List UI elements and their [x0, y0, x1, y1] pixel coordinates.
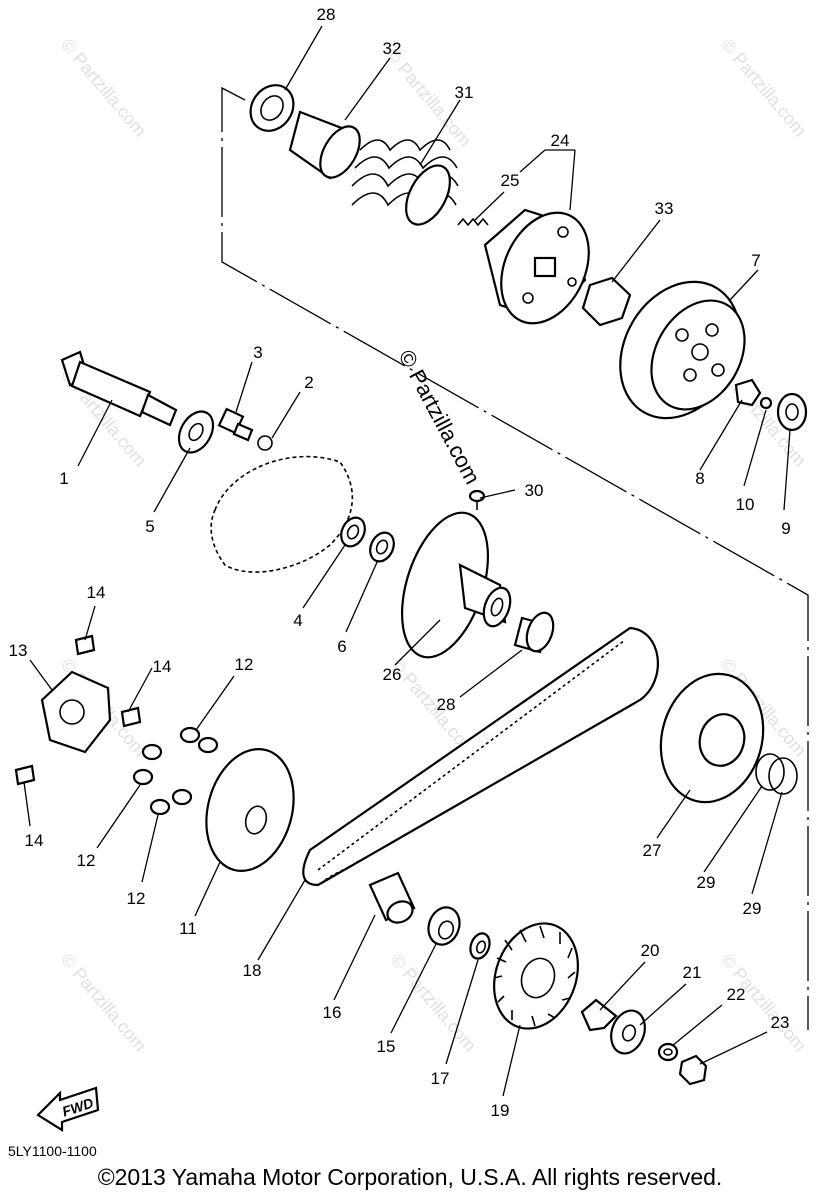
callout-1: 1	[59, 469, 68, 488]
part-bearing-9	[776, 392, 808, 432]
assembly-frame-line	[221, 86, 809, 1030]
callout-24: 24	[551, 131, 570, 150]
copyright-notice: ©2013 Yamaha Motor Corporation, U.S.A. A…	[97, 1164, 723, 1190]
part-secondary-sheave-26	[400, 511, 512, 659]
callout-11: 11	[179, 919, 197, 938]
callout-28: 28	[317, 5, 336, 24]
part-washer-22	[657, 1042, 679, 1062]
part-washer-4	[340, 516, 366, 548]
callout-8: 8	[695, 469, 704, 488]
part-collar-6	[369, 531, 395, 563]
part-v-belt-18	[302, 626, 659, 887]
fwd-arrow-icon: FWD	[36, 1086, 100, 1132]
callout-26: 26	[383, 665, 402, 684]
callout-15: 15	[377, 1037, 396, 1056]
part-clutch-housing-7	[619, 280, 746, 420]
callout-12a: 12	[235, 655, 254, 674]
part-cam-13	[40, 670, 112, 754]
part-collar-32	[288, 110, 361, 180]
part-bearing-5	[177, 410, 215, 454]
part-oil-seal-28	[249, 84, 295, 132]
callout-20: 20	[641, 941, 660, 960]
callout-12b: 12	[77, 851, 96, 870]
callout-19: 19	[491, 1101, 510, 1120]
callout-23: 23	[771, 1013, 790, 1032]
callout-29b: 29	[743, 899, 762, 918]
callout-12c: 12	[127, 889, 146, 908]
diagram-code: 5LY1100-1100	[8, 1143, 97, 1159]
callout-30: 30	[525, 481, 544, 500]
part-drive-shaft-1	[60, 350, 178, 427]
callout-3: 3	[253, 343, 262, 362]
part-washer-10	[759, 396, 773, 410]
part-gear-case-cover	[210, 455, 354, 573]
part-primary-sheave-11	[205, 748, 295, 872]
callout-32: 32	[383, 39, 402, 58]
callout-14b: 14	[153, 657, 172, 676]
callout-33: 33	[655, 199, 674, 218]
part-nut-33	[581, 276, 632, 327]
callout-27: 27	[643, 841, 662, 860]
callout-10: 10	[736, 495, 755, 514]
part-spacer-20	[580, 998, 618, 1032]
watermark-text: © Partzilla.com	[57, 35, 150, 141]
callout-22: 22	[727, 985, 746, 1004]
part-bolt-3	[217, 407, 254, 442]
watermark-text: © Partzilla.com	[717, 35, 810, 141]
callout-29a: 29	[697, 873, 716, 892]
part-oil-seal-28b	[513, 611, 555, 654]
callout-4: 4	[293, 611, 302, 630]
callout-14a: 14	[87, 583, 106, 602]
callout-31: 31	[455, 83, 474, 102]
part-clip-2	[257, 435, 273, 451]
callout-numbers: 28 32 31 24 25 33 7 3 2 1 5 30 8 10 9 4 …	[9, 5, 791, 1120]
part-circlip-29b	[768, 757, 798, 795]
callout-13: 13	[9, 641, 28, 660]
part-spring-25	[457, 217, 489, 227]
callout-17: 17	[431, 1069, 450, 1088]
part-nut-8	[734, 378, 762, 407]
part-one-way-clutch-21	[610, 1009, 646, 1055]
part-clutch-carrier-24	[483, 208, 590, 325]
part-collar-16	[368, 871, 416, 924]
part-fan-sheave-19	[493, 922, 579, 1030]
watermark-text: © Partzilla.com	[57, 950, 150, 1056]
part-circlip-29a	[755, 753, 785, 791]
part-pin-30	[468, 489, 486, 510]
callout-21: 21	[683, 963, 702, 982]
callout-18: 18	[243, 961, 262, 980]
callout-9: 9	[781, 519, 790, 538]
part-washer-17	[469, 932, 491, 960]
callout-2: 2	[304, 373, 313, 392]
part-slider-14b	[120, 706, 142, 728]
part-fixed-sheave-27	[659, 672, 765, 804]
watermark-text: © Partzilla.com	[387, 950, 480, 1056]
callout-28b: 28	[437, 695, 456, 714]
part-washer-15	[427, 906, 461, 946]
leader-lines	[23, 25, 791, 1097]
callout-14c: 14	[25, 831, 44, 850]
callout-6: 6	[337, 637, 346, 656]
part-slider-14a	[74, 634, 96, 656]
callout-7: 7	[751, 251, 760, 270]
part-slider-14c	[14, 764, 36, 786]
callout-16: 16	[323, 1003, 342, 1022]
part-nut-23	[678, 1054, 708, 1086]
callout-25: 25	[501, 171, 520, 190]
part-spring-31	[351, 139, 459, 226]
callout-5: 5	[145, 517, 154, 536]
watermark-main: © Partzilla.com	[394, 346, 486, 489]
part-weights-12	[132, 726, 219, 816]
